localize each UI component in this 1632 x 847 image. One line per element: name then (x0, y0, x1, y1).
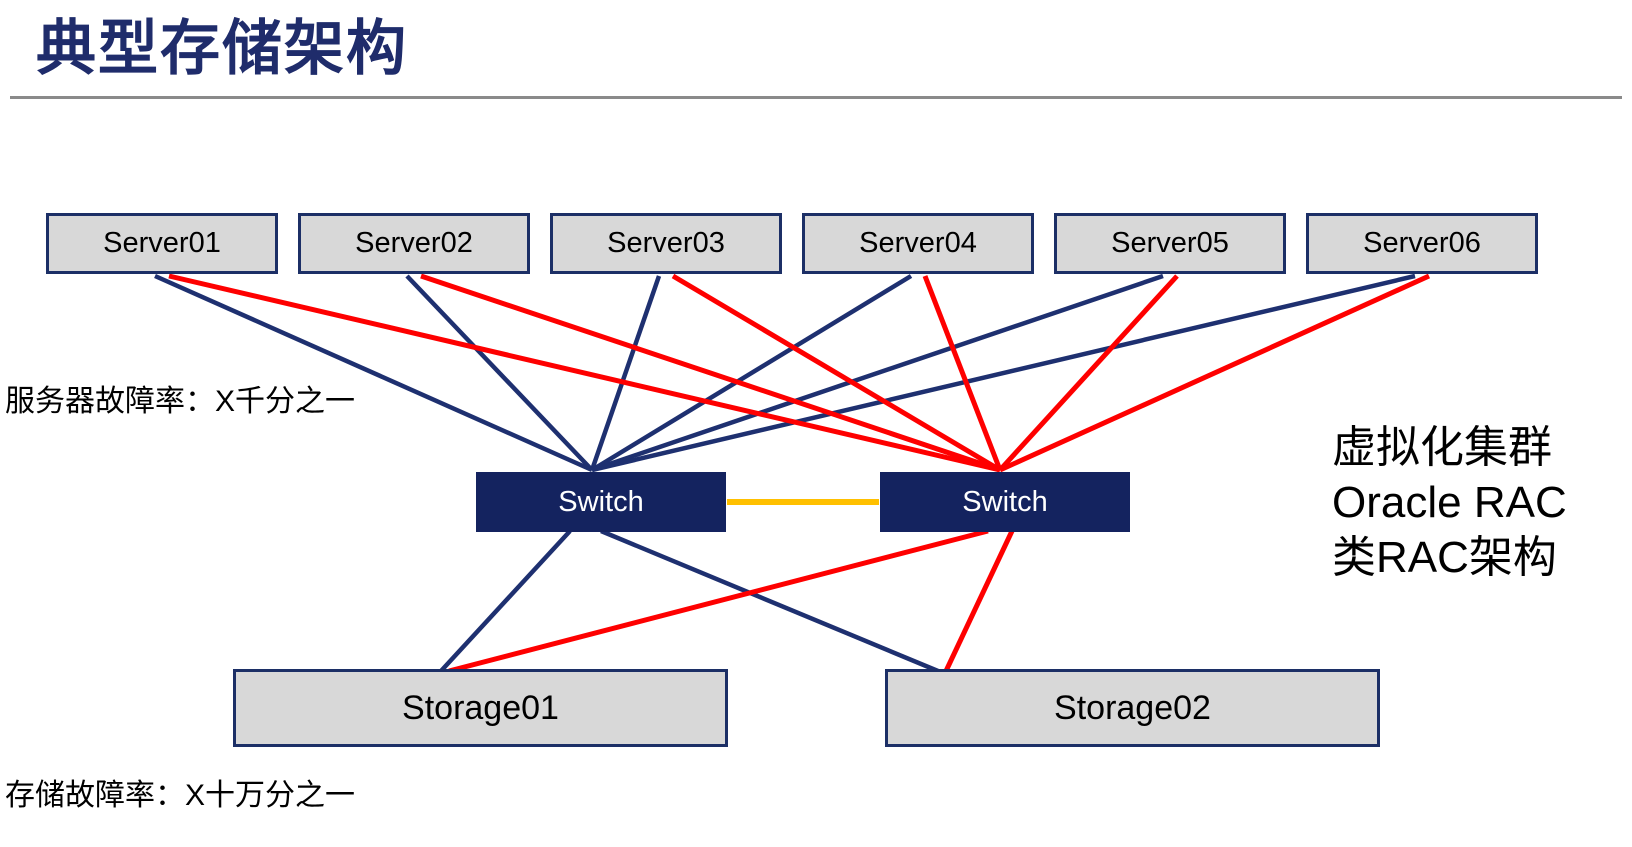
link-server06-switch-b (998, 273, 1431, 473)
link-switch-b-storage02 (943, 529, 1015, 673)
link-server03-switch-a (589, 275, 662, 471)
node-storage01-label: Storage01 (402, 688, 559, 727)
node-switch-b: Switch (880, 472, 1130, 532)
node-server06: Server06 (1306, 213, 1538, 274)
storage-failure-rate-note: 存储故障率：X十万分之一 (5, 779, 356, 812)
link-server01-switch-b (168, 273, 1001, 473)
link-server02-switch-b (420, 273, 1001, 473)
cluster-type-note-line1: 虚拟化集群 (1332, 423, 1552, 472)
node-server05: Server05 (1054, 213, 1286, 274)
link-switch-b-storage01 (448, 528, 989, 674)
node-server01-label: Server01 (103, 227, 221, 259)
link-switch-a-storage01 (439, 529, 572, 673)
node-server05-label: Server05 (1111, 227, 1229, 259)
server-failure-rate-note: 服务器故障率：X千分之一 (5, 385, 356, 418)
node-server01: Server01 (46, 213, 278, 274)
node-server06-label: Server06 (1363, 227, 1481, 259)
cluster-type-note-line2: Oracle RAC (1332, 478, 1567, 527)
node-switch-a-label: Switch (558, 485, 644, 518)
node-server02: Server02 (298, 213, 530, 274)
node-server04-label: Server04 (859, 227, 977, 259)
link-server01-switch-a (154, 273, 593, 473)
node-server04: Server04 (802, 213, 1034, 274)
node-server02-label: Server02 (355, 227, 473, 259)
node-switch-a: Switch (476, 472, 726, 532)
link-server04-switch-a (590, 274, 913, 472)
link-server05-switch-a (591, 273, 1164, 473)
page-title: 典型存储架构 (36, 15, 408, 82)
title-divider (10, 96, 1622, 99)
node-server03-label: Server03 (607, 227, 725, 259)
link-server04-switch-b (922, 275, 1003, 471)
link-switch-a-storage02 (600, 528, 939, 674)
cluster-type-note-line3: 类RAC架构 (1332, 533, 1557, 582)
node-storage01: Storage01 (233, 669, 728, 747)
cluster-type-note: 虚拟化集群 Oracle RAC 类RAC架构 (1332, 420, 1567, 585)
link-server06-switch-a (591, 273, 1416, 473)
node-storage02-label: Storage02 (1054, 688, 1211, 727)
node-server03: Server03 (550, 213, 782, 274)
link-server02-switch-a (405, 274, 594, 472)
node-storage02: Storage02 (885, 669, 1380, 747)
node-switch-b-label: Switch (962, 485, 1048, 518)
link-server03-switch-b (671, 273, 1002, 473)
link-server05-switch-b (998, 274, 1179, 472)
